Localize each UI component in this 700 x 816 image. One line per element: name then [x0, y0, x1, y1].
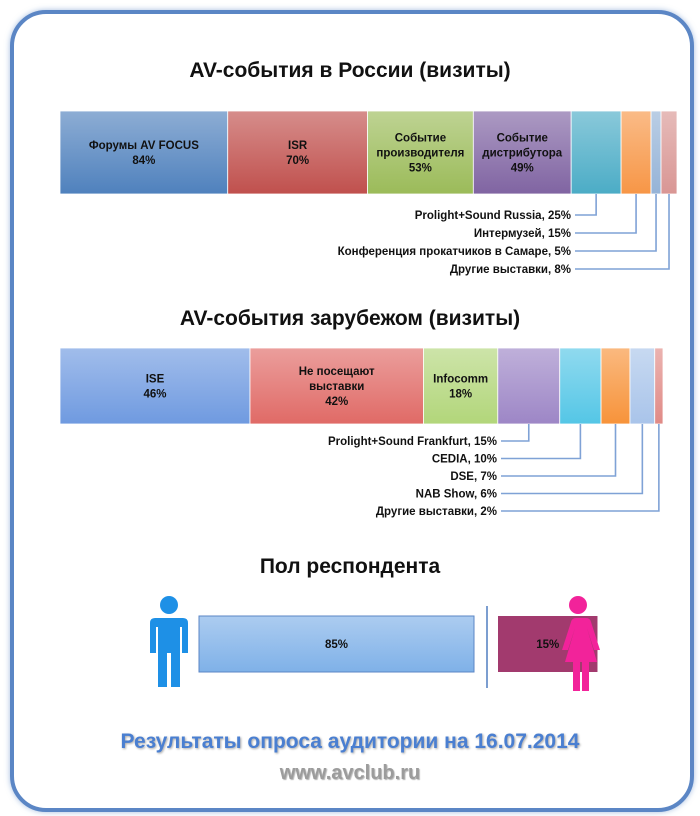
bar-segment — [629, 347, 656, 425]
callout-label: NAB Show, 6% — [416, 489, 497, 501]
bar-segment — [423, 347, 499, 425]
callout-leader — [575, 194, 637, 234]
bar-male — [198, 615, 475, 673]
female-figure-icon — [562, 596, 600, 691]
bar-label: 15% — [536, 639, 559, 651]
callout-label: Prolight+Sound Frankfurt, 15% — [328, 436, 497, 448]
chart3-svg: 85% 15% — [150, 596, 600, 691]
bar-segment — [472, 110, 572, 195]
bar-segment — [367, 110, 474, 195]
footer-title: Результаты опроса аудитории на 16.07.201… — [120, 730, 580, 753]
callout-label: Другие выставки, 2% — [376, 506, 497, 518]
footer-url: www.avclub.ru — [279, 762, 421, 784]
callout-label: Конференция прокатчиков в Самаре, 5% — [338, 246, 571, 258]
bar-segment — [654, 347, 664, 425]
chart2-title: AV-события зарубежом (визиты) — [179, 307, 521, 330]
callout-leader — [501, 424, 644, 495]
callout-leader — [501, 424, 617, 477]
bar-segment — [559, 347, 602, 425]
callout-leader — [501, 424, 582, 460]
bar-segment — [620, 110, 652, 195]
bar-label: 85% — [325, 639, 348, 651]
callout-label: Другие выставки, 8% — [450, 264, 571, 276]
callout-leader — [501, 424, 530, 442]
bar-segment — [497, 347, 561, 425]
callout-leader — [575, 194, 597, 216]
callout-label: DSE, 7% — [450, 471, 497, 483]
bar-segment — [59, 347, 251, 425]
bar-segment — [59, 110, 229, 195]
bar-segment — [600, 347, 631, 425]
chart3-title: Пол респондента — [259, 555, 441, 578]
bar-segment — [227, 110, 368, 195]
bar-segment — [249, 347, 424, 425]
bar-segment — [570, 110, 622, 195]
bar-segment — [650, 110, 662, 195]
callout-label: Prolight+Sound Russia, 25% — [415, 210, 571, 222]
callout-label: Интермузей, 15% — [474, 228, 571, 240]
callout-leader — [501, 424, 660, 512]
callout-leader — [575, 194, 670, 270]
male-figure-icon — [150, 596, 188, 687]
bar-segment — [660, 110, 678, 195]
callout-label: CEDIA, 10% — [432, 454, 497, 466]
chart1-title: AV-события в России (визиты) — [189, 59, 511, 82]
callout-leader — [575, 194, 657, 252]
